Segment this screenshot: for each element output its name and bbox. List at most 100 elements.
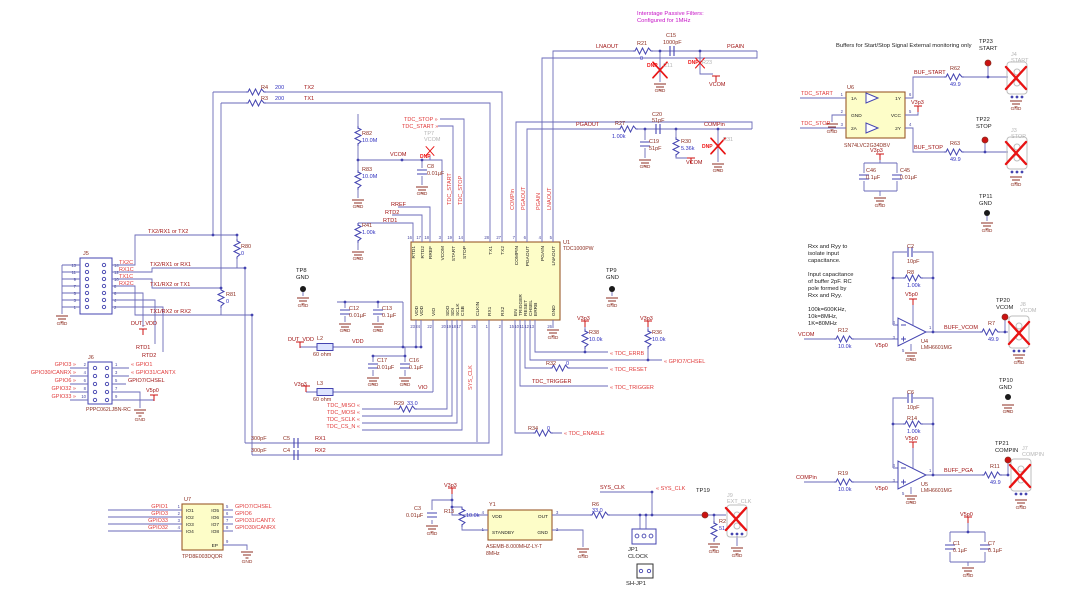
label-vdd: VDD xyxy=(414,305,420,316)
junction-dot xyxy=(1015,170,1019,174)
label-10pf: 10pF xyxy=(907,405,920,411)
label-9: 9 xyxy=(74,277,77,282)
label-5-36k: 5.36k xyxy=(681,146,695,152)
label-vcom: VCOM xyxy=(424,137,441,143)
label-c45: C45 xyxy=(900,168,910,174)
junction-dot xyxy=(931,276,935,280)
label-1a: 1A xyxy=(851,96,858,102)
connector-pin xyxy=(104,381,110,387)
label-gnd: GND xyxy=(368,382,379,388)
connector-pin xyxy=(101,276,107,282)
label-4: 4 xyxy=(893,463,896,468)
label-1-00k: 1.00k xyxy=(612,134,626,140)
label-4: 4 xyxy=(84,370,87,375)
label-pgain: PGAIN xyxy=(727,44,744,50)
label-1: 1 xyxy=(115,362,118,367)
label-sys-clk: « SYS_CLK xyxy=(656,486,686,492)
label-33-0: 33.0 xyxy=(592,508,603,514)
label-tp9: TP9 xyxy=(606,268,617,274)
label-13: 13 xyxy=(71,263,76,268)
resistor xyxy=(632,47,654,55)
label-pole-formed-by: pole formed by xyxy=(808,286,846,292)
label-1: 1 xyxy=(929,468,932,473)
label-7: 7 xyxy=(226,518,229,523)
label-tp11: TP11 xyxy=(979,194,992,200)
label-rtd1: RTD1 xyxy=(411,246,417,259)
label-rtd2: RTD2 xyxy=(385,210,399,216)
label-tdc-start: TDC_START » xyxy=(402,124,438,130)
label-tdc-mosi: TDC_MOSI « xyxy=(327,410,360,416)
label-gpio6: GPIO6 xyxy=(235,511,252,517)
label-gnd: GND xyxy=(1003,409,1014,415)
label-jp1: JP1 xyxy=(628,547,638,553)
label-0-01-f: 0.01µF xyxy=(427,171,445,177)
label-51pf: 51pF xyxy=(649,146,662,152)
label-1-00k: 1.00k xyxy=(907,283,921,289)
label-tp21: TP21 xyxy=(995,441,1009,447)
junction-dot xyxy=(419,345,423,349)
label-tx2: TX2 xyxy=(304,85,314,91)
power-flag xyxy=(908,298,918,306)
label-3: 3 xyxy=(556,510,559,515)
junction-dot xyxy=(730,532,734,536)
junction-dot xyxy=(1017,349,1021,353)
connector-pin xyxy=(101,283,107,289)
connector-pin xyxy=(638,568,644,574)
label-sdi: SDI xyxy=(450,308,456,316)
junction-dot xyxy=(1006,473,1010,477)
label-trigger: TRIGGER xyxy=(518,294,524,316)
label-v5p0: V5p0 xyxy=(875,343,888,349)
label-17: 17 xyxy=(416,235,421,240)
label-gnd: GND xyxy=(1011,106,1022,112)
label-10: 10 xyxy=(81,394,86,399)
label-dnp: DNP xyxy=(702,144,713,150)
label-gnd: GND xyxy=(578,554,589,560)
label-tdc-errb: « TDC_ERRB xyxy=(610,351,644,357)
label-dnp: DNP xyxy=(420,154,431,160)
label-compin: COMPin xyxy=(510,189,516,210)
label-14: 14 xyxy=(458,235,463,240)
label-25: 25 xyxy=(471,324,476,329)
label-3: 3 xyxy=(439,235,442,240)
label-gpio31-cantx: « GPIO31/CANTX xyxy=(131,370,176,376)
junction-dot xyxy=(1020,95,1024,99)
power-flag xyxy=(913,105,923,113)
label-r14: R14 xyxy=(907,416,917,422)
capacitor xyxy=(416,169,428,175)
label-rtd1: RTD1 xyxy=(136,345,150,351)
ground-symbol xyxy=(240,551,254,559)
label-pgaout: PGAOUT xyxy=(525,246,531,266)
label-clock: CLOCK xyxy=(628,554,648,560)
label-1: 1 xyxy=(841,92,844,97)
label-tp8: TP8 xyxy=(296,268,307,274)
box-ic-2 xyxy=(487,509,553,541)
label-rx2c: RX2C xyxy=(119,281,134,287)
label-rx1: RX1 xyxy=(315,436,326,442)
label-10: 10 xyxy=(514,324,519,329)
label-dnp: DNP xyxy=(688,60,699,66)
label-vdd: VDD xyxy=(492,514,503,520)
junction-dot xyxy=(986,75,990,79)
label-18: 18 xyxy=(424,235,429,240)
label-c6: C6 xyxy=(907,390,914,396)
label-5: 5 xyxy=(902,348,905,353)
label-gnd: GND xyxy=(982,228,993,234)
power-flag xyxy=(908,441,918,449)
label-io3: IO3 xyxy=(186,522,194,528)
label-0-01-f: 0.01µF xyxy=(377,365,395,371)
dnp-x-icon xyxy=(1008,463,1032,489)
label-vcom: VCOM xyxy=(1020,308,1037,314)
label-gnd: GND xyxy=(979,201,992,207)
label-vcom: VCOM xyxy=(798,332,815,338)
label-v3p3: V3p3 xyxy=(577,316,590,322)
label-r80: R80 xyxy=(241,244,251,250)
label-c11: C11 xyxy=(663,63,673,69)
label-23: 23 xyxy=(410,324,415,329)
label-7: 7 xyxy=(115,386,118,391)
label-4: 4 xyxy=(539,235,542,240)
label-j7: J7 xyxy=(1022,446,1028,452)
label-c19: C19 xyxy=(649,139,659,145)
junction-dot xyxy=(716,127,720,131)
testpoint-dot xyxy=(609,286,615,292)
